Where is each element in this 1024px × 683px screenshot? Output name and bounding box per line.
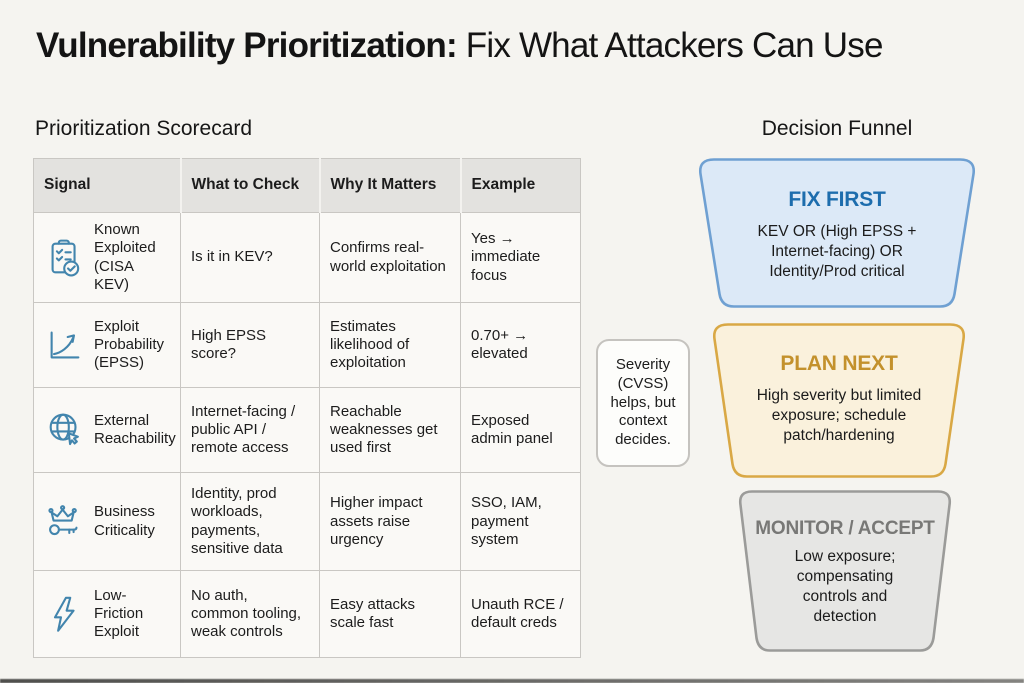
- funnel-shape-middle: [712, 323, 966, 478]
- signal-label: Known Exploited (CISA KEV): [94, 221, 156, 293]
- funnel-section-title: Decision Funnel: [761, 117, 913, 140]
- globe-cursor-icon: [49, 413, 79, 446]
- funnel-stage-label: PLAN NEXT: [780, 352, 898, 375]
- example-cell: SSO, IAM, payment system: [460, 472, 581, 572]
- page-title-rest: Fix What Attackers Can Use: [456, 26, 884, 65]
- why-cell: Easy attacks scale fast: [319, 570, 461, 659]
- funnel-stage-description: High severity but limited exposure; sche…: [756, 387, 922, 445]
- funnel-stage-plan-next: PLAN NEXT High severity but limited expo…: [711, 323, 967, 478]
- scorecard-section-title: Prioritization Scorecard: [35, 117, 253, 140]
- funnel-shape-bottom: [738, 490, 952, 652]
- example-cell: 0.70+ → elevated: [460, 302, 581, 389]
- page-title: Vulnerability Prioritization: Fix What A…: [36, 26, 883, 66]
- table-row: Exploit Probability (EPSS) High EPSS sco…: [33, 302, 581, 389]
- example-cell: Unauth RCE / default creds: [460, 570, 581, 659]
- severity-note: Severity (CVSS) helps, but context decid…: [596, 339, 690, 467]
- page-title-emphasis: Vulnerability Prioritization:: [36, 26, 458, 65]
- why-cell: Higher impact assets raise urgency: [319, 472, 461, 572]
- chart-rise-icon: [50, 331, 80, 359]
- funnel-stage-monitor-accept: MONITOR / ACCEPT Low exposure; compensat…: [737, 490, 953, 652]
- funnel-stage-fix-first: FIX FIRST KEV OR (High EPSS + Internet-f…: [697, 158, 977, 308]
- signal-label: Business Criticality: [94, 503, 155, 539]
- prioritization-scorecard-table: Signal What to Check Why It Matters Exam…: [33, 158, 581, 659]
- signal-label: Low-Friction Exploit: [94, 586, 144, 641]
- column-header-signal: Signal: [33, 158, 182, 213]
- table-row: Known Exploited (CISA KEV) Is it in KEV?…: [33, 211, 581, 304]
- check-cell: Is it in KEV?: [180, 211, 320, 304]
- signal-label: Exploit Probability (EPSS): [94, 317, 165, 372]
- funnel-shape-top: [698, 158, 976, 308]
- table-header-row: Signal What to Check Why It Matters Exam…: [33, 158, 581, 213]
- table-row: Low-Friction Exploit No auth, common too…: [33, 570, 581, 659]
- funnel-stage-description: Low exposure; compensating controls and …: [794, 548, 896, 626]
- example-cell: Exposed admin panel: [460, 387, 581, 474]
- check-cell: Internet-facing / public API / remote ac…: [180, 387, 320, 474]
- crown-key-icon: [48, 504, 78, 535]
- column-header-why-it-matters: Why It Matters: [318, 158, 462, 213]
- photo-bottom-edge: [0, 679, 1024, 683]
- funnel-stage-label: FIX FIRST: [788, 188, 886, 211]
- funnel-stage-description: KEV OR (High EPSS + Internet-facing) OR …: [757, 223, 917, 281]
- lightning-icon: [53, 596, 75, 632]
- why-cell: Confirms real-world exploitation: [319, 211, 461, 304]
- check-cell: High EPSS score?: [180, 302, 320, 389]
- column-header-example: Example: [459, 158, 581, 213]
- check-cell: No auth, common tooling, weak controls: [180, 570, 320, 659]
- funnel-stage-label: MONITOR / ACCEPT: [755, 518, 935, 539]
- example-cell: Yes → immediate focus: [460, 211, 581, 304]
- why-cell: Reachable weaknesses get used first: [319, 387, 461, 474]
- table-row: Business Criticality Identity, prod work…: [33, 472, 581, 572]
- check-cell: Identity, prod workloads, payments, sens…: [180, 472, 320, 572]
- why-cell: Estimates likelihood of exploitation: [319, 302, 461, 389]
- column-header-what-to-check: What to Check: [179, 158, 321, 213]
- table-row: External Reachability Internet-facing / …: [33, 387, 581, 474]
- clipboard-check-icon: [51, 239, 80, 277]
- signal-label: External Reachability: [94, 411, 176, 448]
